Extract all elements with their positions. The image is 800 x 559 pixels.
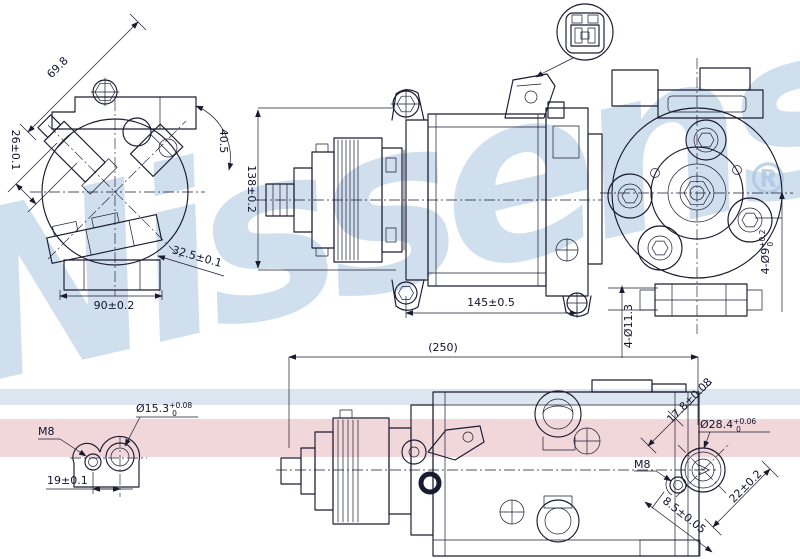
dim-32-5: 32.5±0.1	[171, 243, 224, 270]
dim-8-5: 8.5±0.05	[660, 494, 708, 536]
dim-250: (250)	[428, 341, 458, 354]
bottom-side-view: (250)	[276, 341, 716, 557]
dim-90: 90±0.2	[94, 299, 135, 312]
dim-40-5: 40.5	[217, 129, 230, 154]
dim-22: 22±0.2	[727, 468, 765, 506]
dim-foot-holes: 4-Ø11.3	[622, 304, 635, 348]
dim-bolt-holes: 4-Ø9+0.20	[758, 229, 775, 274]
dim-26: 26±0.1	[9, 130, 22, 171]
dim-145: 145±0.5	[467, 296, 515, 309]
connector-detail	[535, 3, 614, 78]
side-view: 138±0.2 145±0.5	[245, 73, 603, 318]
dim-138: 138±0.2	[245, 165, 258, 213]
dim-19: 19±0.1	[47, 474, 88, 487]
dim-69-8: 69.8	[44, 54, 71, 81]
end-view: 69.8 26±0.1 40.5 32.5±0.1 90±0.2	[7, 13, 234, 312]
lug-left-thread-label: M8	[38, 425, 55, 438]
lug-right-thread-label: M8	[634, 458, 651, 471]
front-view: 4-Ø9+0.20 4-Ø11.3	[600, 58, 793, 358]
